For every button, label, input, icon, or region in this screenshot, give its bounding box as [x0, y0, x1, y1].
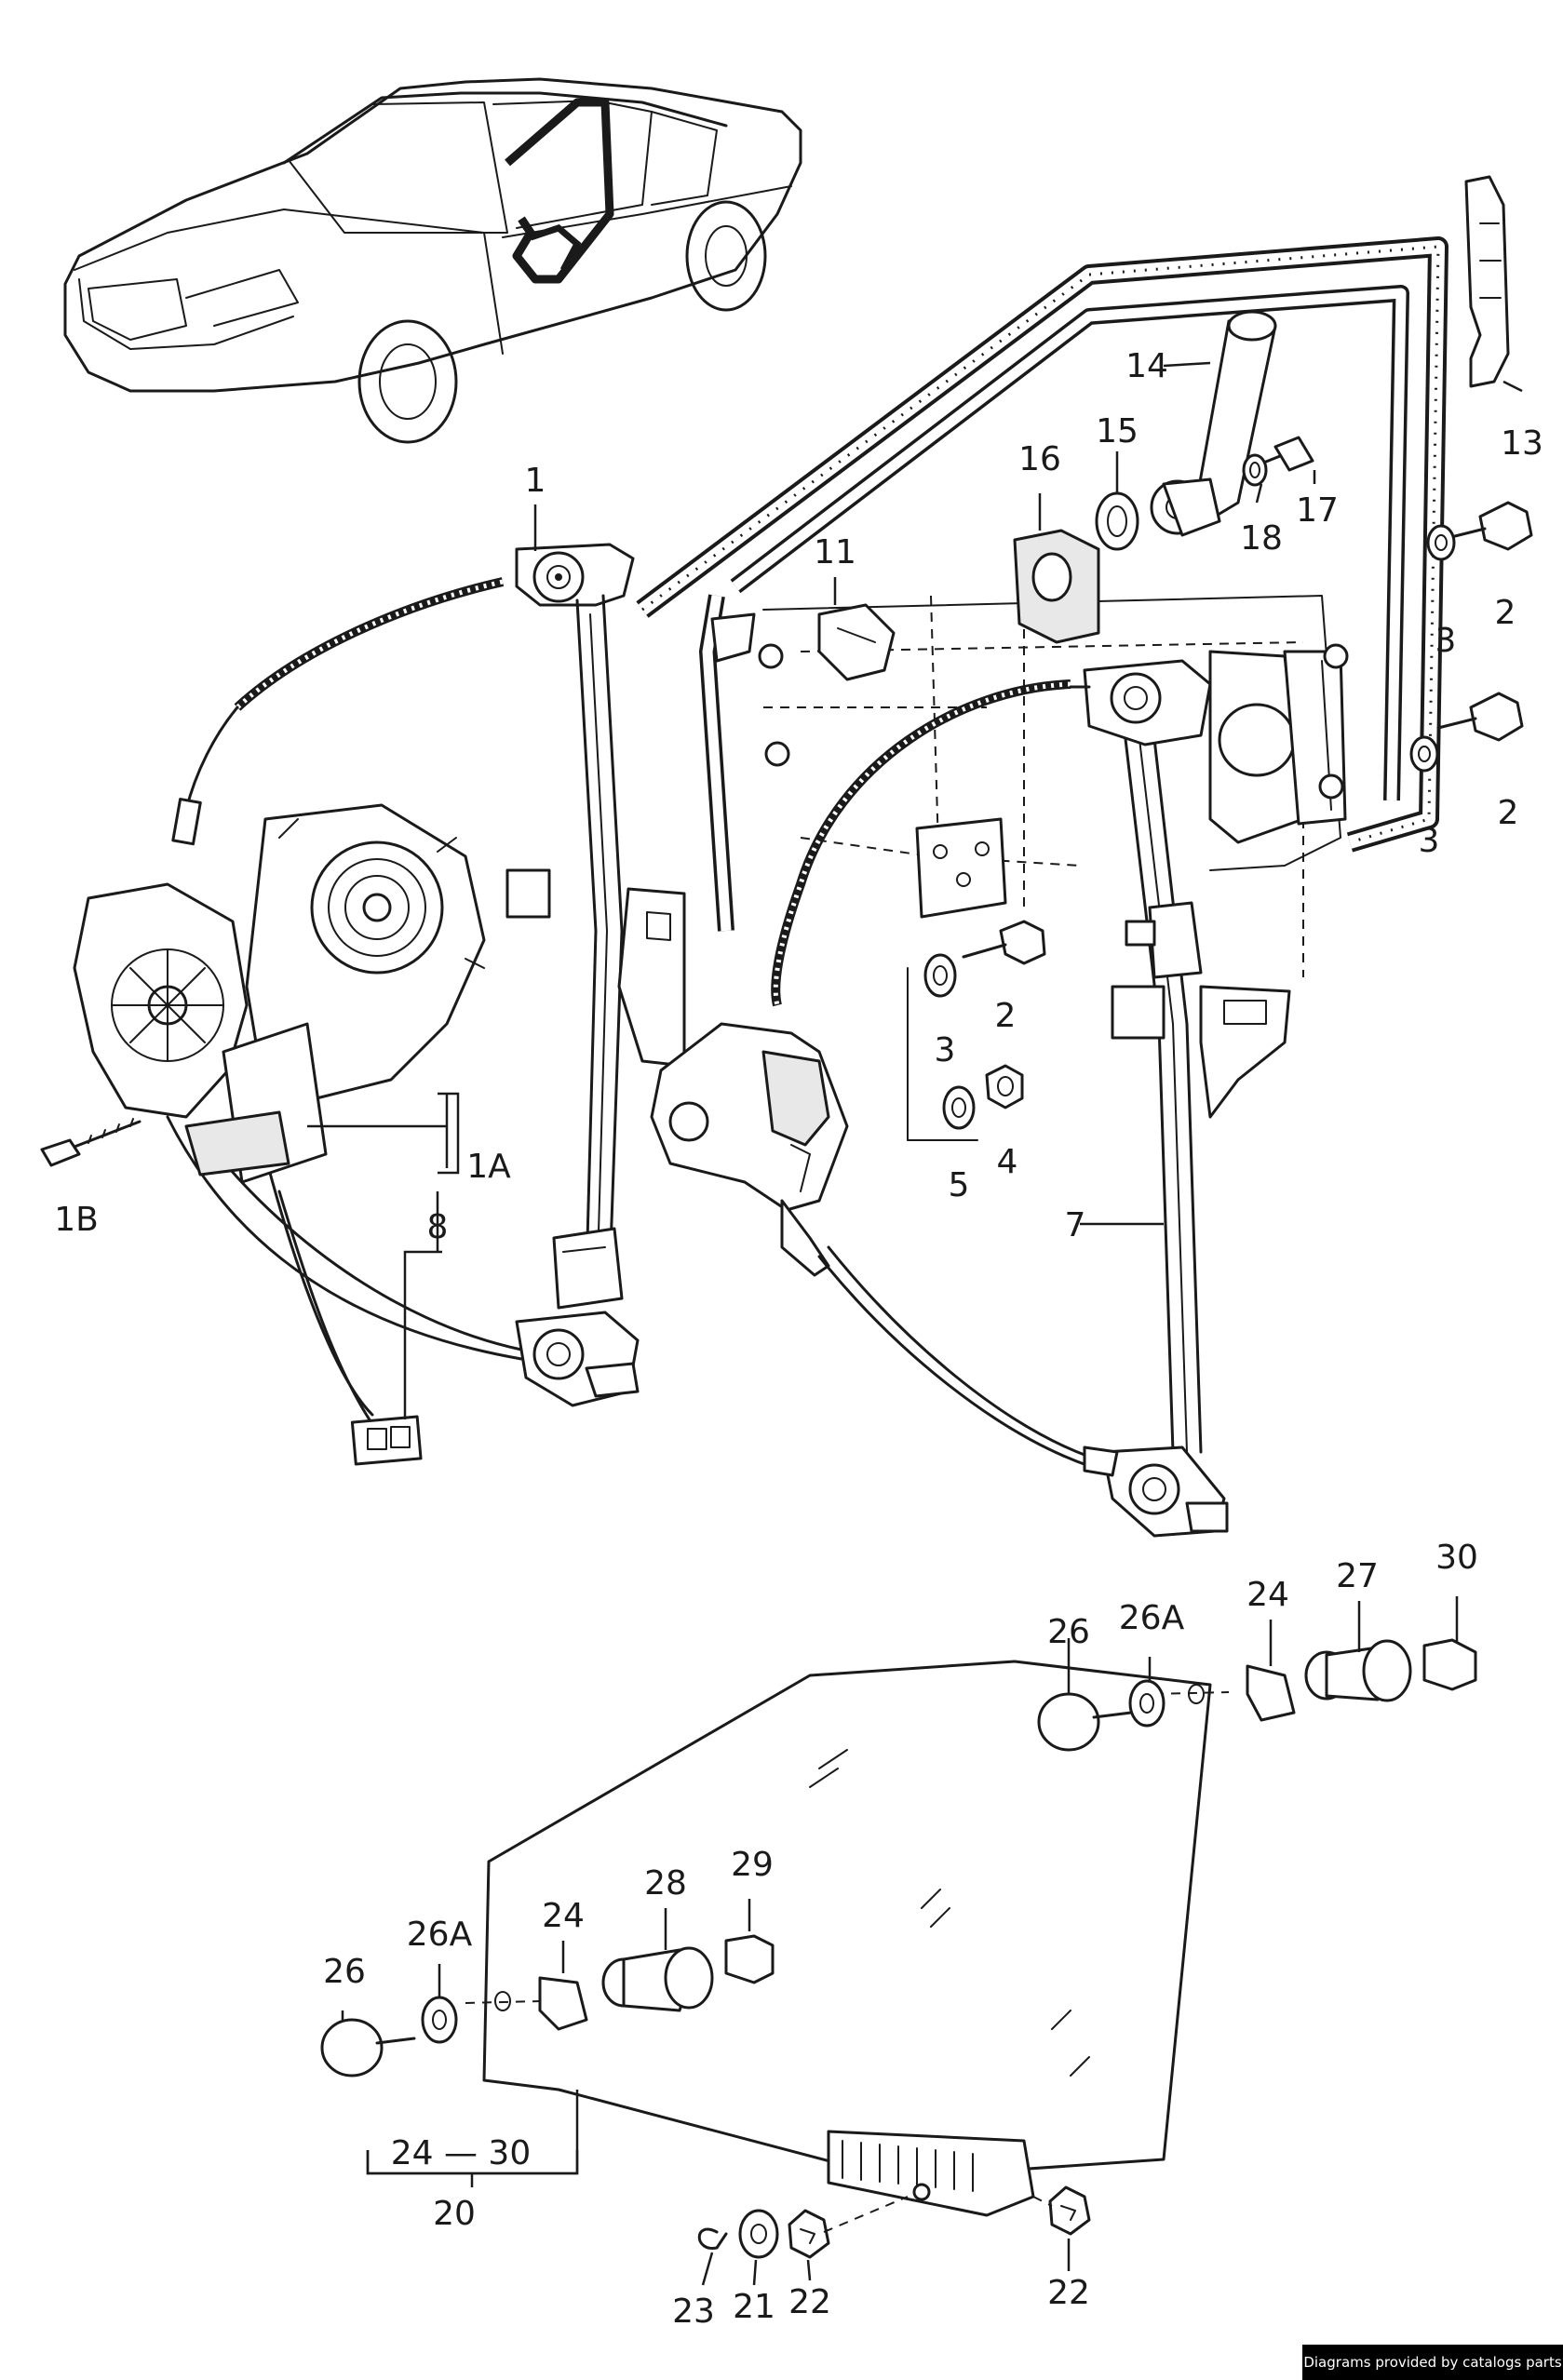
callout-24-lower: 24	[542, 1897, 585, 1935]
callout-21: 21	[733, 2288, 775, 2326]
callout-2-middle: 2	[1498, 794, 1519, 832]
callout-1: 1	[525, 462, 546, 500]
door-frame-assembly	[636, 236, 1448, 1538]
callout-1B: 1B	[54, 1201, 99, 1239]
callout-18: 18	[1240, 519, 1283, 558]
callout-22-right: 22	[1047, 2274, 1090, 2312]
callout-26-lower: 26	[323, 1953, 366, 1991]
callout-1A: 1A	[466, 1148, 511, 1186]
callout-4: 4	[997, 1143, 1018, 1181]
callout-23: 23	[672, 2293, 715, 2331]
callout-24-30: 24 — 30	[391, 2134, 532, 2172]
callout-24-upper: 24	[1246, 1576, 1289, 1614]
credit-banner: Diagrams provided by catalogs parts	[1302, 2345, 1563, 2380]
window-glass-assembly	[320, 1638, 1477, 2259]
callout-11: 11	[814, 533, 856, 571]
callout-22-left: 22	[788, 2283, 831, 2321]
callout-8: 8	[427, 1208, 449, 1246]
callout-labels: 1 1A 1B 2 3 2 3 2 3 4 5 7 8 11 13 14 15 …	[54, 347, 1543, 2331]
callout-29: 29	[731, 1846, 774, 1884]
callout-5: 5	[949, 1166, 970, 1204]
small-hardware-parts	[817, 175, 1533, 1141]
callout-3-lower: 3	[935, 1031, 956, 1069]
window-regulator-motor-assembly	[40, 543, 686, 1466]
callout-13: 13	[1501, 424, 1543, 463]
callout-2-upper: 2	[1495, 594, 1516, 632]
callout-16: 16	[1018, 440, 1061, 478]
callout-3-middle: 3	[1419, 822, 1440, 860]
callout-27: 27	[1336, 1557, 1379, 1595]
callout-7: 7	[1065, 1206, 1086, 1244]
callout-26A-lower: 26A	[407, 1916, 473, 1954]
callout-26-upper: 26	[1047, 1613, 1090, 1651]
callout-14: 14	[1125, 347, 1168, 385]
car-illustration	[63, 77, 802, 444]
callout-15: 15	[1096, 412, 1139, 450]
callout-2-lower: 2	[995, 997, 1017, 1035]
callout-28: 28	[644, 1864, 687, 1903]
callout-26A-upper: 26A	[1119, 1599, 1185, 1637]
callout-17: 17	[1296, 491, 1339, 530]
callout-30: 30	[1435, 1539, 1478, 1577]
group-bracket-20	[366, 2150, 579, 2187]
callout-20: 20	[433, 2195, 476, 2233]
callout-3-upper: 3	[1435, 622, 1457, 660]
